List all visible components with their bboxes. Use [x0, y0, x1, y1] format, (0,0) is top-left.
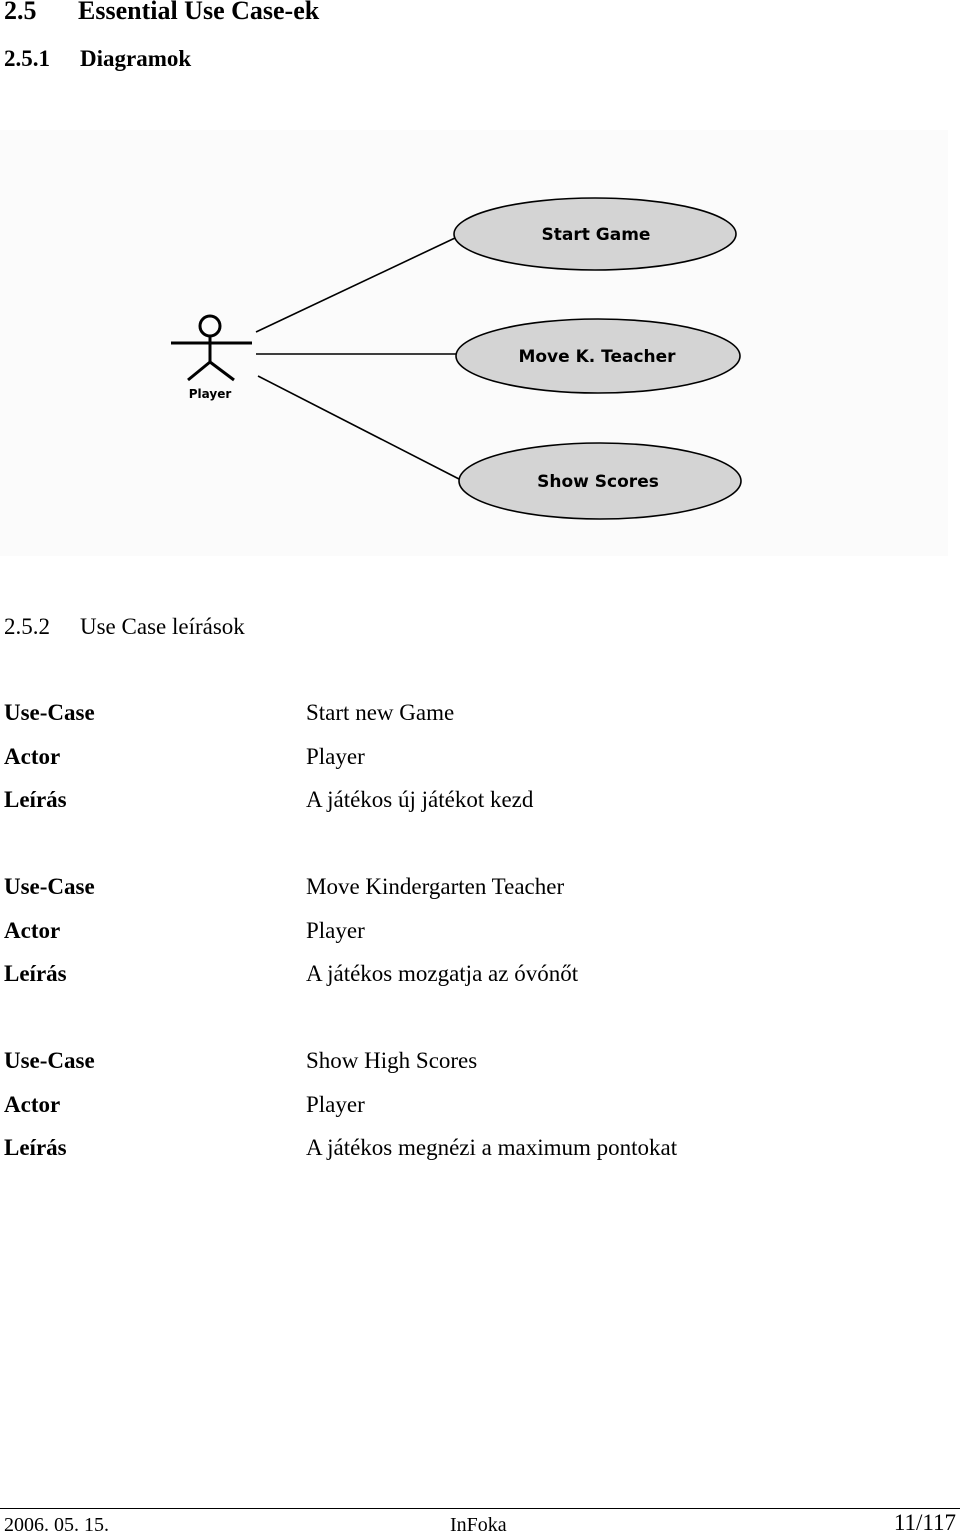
row-label: Leírás: [4, 1135, 67, 1160]
row-label: Leírás: [4, 787, 67, 812]
use-case-description-move-teacher: Use-Case Move Kindergarten Teacher Actor…: [4, 874, 904, 1005]
actor-label: Player: [189, 387, 232, 401]
description-row: Leírás A játékos mozgatja az óvónőt: [4, 961, 904, 1005]
footer-date: 2006. 05. 15.: [4, 1514, 109, 1536]
subsection-number: 2.5.1: [4, 46, 50, 71]
description-row: Actor Player: [4, 744, 904, 788]
use-case-diagram: Player Start Game Move K. Teacher Show S…: [0, 130, 948, 556]
actor-left-leg: [187, 360, 211, 382]
footer-divider: [0, 1508, 960, 1509]
row-label: Actor: [4, 1091, 61, 1117]
subsection-heading-diagrams: 2.5.1 Diagramok: [4, 46, 191, 72]
subsection-title: Diagramok: [80, 46, 192, 71]
row-value: A játékos új játékot kezd: [306, 787, 534, 812]
row-value: Show High Scores: [306, 1048, 478, 1073]
description-row: Use-Case Show High Scores: [4, 1048, 904, 1092]
actor-figure: [171, 314, 252, 382]
row-label: Use-Case: [4, 1048, 95, 1073]
row-value: Move Kindergarten Teacher: [306, 874, 565, 899]
row-value: Player: [306, 917, 365, 943]
section-heading: 2.5 Essential Use Case-ek: [4, 0, 319, 26]
use-case-description-start-game: Use-Case Start new Game Actor Player Leí…: [4, 700, 904, 831]
use-case-label: Show Scores: [537, 472, 659, 492]
row-label: Leírás: [4, 961, 67, 986]
description-row: Actor Player: [4, 1092, 904, 1136]
row-value: A játékos mozgatja az óvónőt: [306, 961, 579, 986]
row-label: Use-Case: [4, 874, 95, 899]
section-number: 2.5: [4, 0, 37, 25]
row-value: A játékos megnézi a maximum pontokat: [306, 1135, 678, 1160]
page-number: 11/117: [893, 1510, 956, 1535]
use-case-label: Start Game: [542, 225, 651, 245]
association-line-start-game: [255, 237, 456, 333]
description-row: Actor Player: [4, 918, 904, 962]
use-case-label: Move K. Teacher: [518, 347, 676, 367]
subsection-heading-descriptions: 2.5.2 Use Case leírások: [4, 614, 245, 640]
description-row: Leírás A játékos új játékot kezd: [4, 787, 904, 831]
row-value: Player: [306, 743, 365, 769]
description-row: Leírás A játékos megnézi a maximum ponto…: [4, 1135, 904, 1179]
row-label: Actor: [4, 917, 61, 943]
association-line-show-scores: [257, 375, 460, 480]
row-label: Use-Case: [4, 700, 95, 725]
use-case-show-scores: Show Scores: [458, 442, 742, 520]
row-label: Actor: [4, 743, 61, 769]
actor-right-leg: [209, 360, 235, 382]
subsection-title: Use Case leírások: [80, 614, 245, 639]
use-case-start-game: Start Game: [453, 197, 737, 271]
use-case-move-teacher: Move K. Teacher: [455, 318, 741, 394]
row-value: Start new Game: [306, 700, 455, 725]
description-row: Use-Case Move Kindergarten Teacher: [4, 874, 904, 918]
use-case-description-show-scores: Use-Case Show High Scores Actor Player L…: [4, 1048, 904, 1179]
footer-center: InFoka: [450, 1514, 507, 1536]
row-value: Player: [306, 1091, 365, 1117]
subsection-number: 2.5.2: [4, 614, 50, 639]
section-title: Essential Use Case-ek: [78, 0, 320, 25]
description-row: Use-Case Start new Game: [4, 700, 904, 744]
